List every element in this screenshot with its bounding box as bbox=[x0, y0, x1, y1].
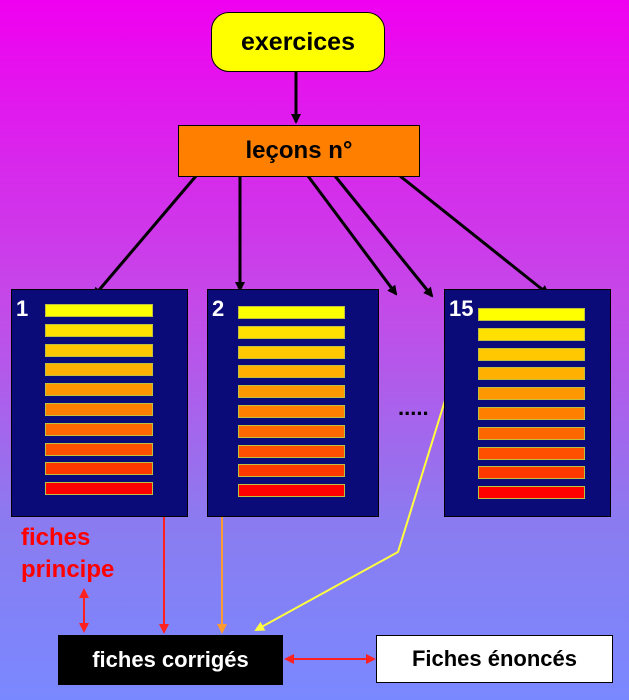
lesson-sheet-bar bbox=[238, 365, 345, 379]
panel-number: 1 bbox=[16, 296, 29, 321]
lesson-sheet-bar bbox=[238, 385, 345, 399]
lesson-sheet-bar bbox=[478, 407, 585, 420]
lesson-sheet-bar bbox=[478, 446, 585, 460]
lesson-sheet-bar bbox=[45, 343, 153, 357]
ellipsis-text: ..... bbox=[398, 395, 429, 420]
exercices-node: exercices bbox=[211, 12, 385, 72]
arrow-lecons-to-panel-15 bbox=[399, 174, 550, 296]
lesson-panel-2: 2 bbox=[207, 289, 379, 517]
lesson-sheet-bar bbox=[45, 304, 153, 317]
panel-number: 15 bbox=[449, 296, 474, 321]
lesson-sheet-bar bbox=[45, 323, 153, 337]
arrow-lecons-to-panel-1 bbox=[92, 175, 198, 298]
panel-number: 2 bbox=[212, 296, 225, 321]
lesson-sheet-bar bbox=[238, 464, 345, 478]
lesson-sheet-bar bbox=[478, 327, 585, 341]
lesson-panel-15: 15 bbox=[444, 289, 611, 517]
lesson-sheet-bar bbox=[238, 484, 345, 498]
lesson-sheet-bar bbox=[238, 345, 345, 359]
lesson-sheet-bar bbox=[45, 482, 153, 496]
lesson-sheet-bar bbox=[478, 347, 585, 361]
fiches-principe-label: fiches principe bbox=[21, 524, 115, 583]
lesson-sheet-bar bbox=[45, 462, 153, 476]
lesson-sheet-bar bbox=[478, 486, 585, 500]
lesson-sheet-bar bbox=[478, 466, 585, 480]
fiches-corriges-node: fiches corrigés bbox=[58, 635, 283, 685]
arrow-lecons-to-ellipsis-b bbox=[333, 175, 434, 298]
lesson-sheet-bar bbox=[238, 444, 345, 458]
lesson-sheet-bar bbox=[238, 306, 345, 319]
lesson-sheet-bar bbox=[45, 403, 153, 416]
lesson-sheet-bar bbox=[478, 367, 585, 381]
lesson-sheet-bar bbox=[45, 383, 153, 397]
lesson-sheet-bar bbox=[45, 442, 153, 456]
lesson-sheet-bar bbox=[45, 363, 153, 377]
lesson-panel-1: 1 bbox=[11, 289, 188, 517]
arrow-lecons-to-ellipsis-a bbox=[306, 175, 398, 296]
lesson-sheet-bar bbox=[238, 424, 345, 438]
lesson-sheet-bar bbox=[238, 405, 345, 418]
lesson-sheet-bar bbox=[238, 325, 345, 339]
fiches-enonces-node: Fiches énoncés bbox=[376, 635, 613, 683]
lesson-sheet-bar bbox=[478, 426, 585, 440]
lesson-sheet-bar bbox=[478, 308, 585, 321]
lesson-sheet-bar bbox=[478, 387, 585, 401]
lesson-sheet-bar bbox=[45, 422, 153, 436]
lecons-node: leçons n° bbox=[178, 125, 420, 177]
